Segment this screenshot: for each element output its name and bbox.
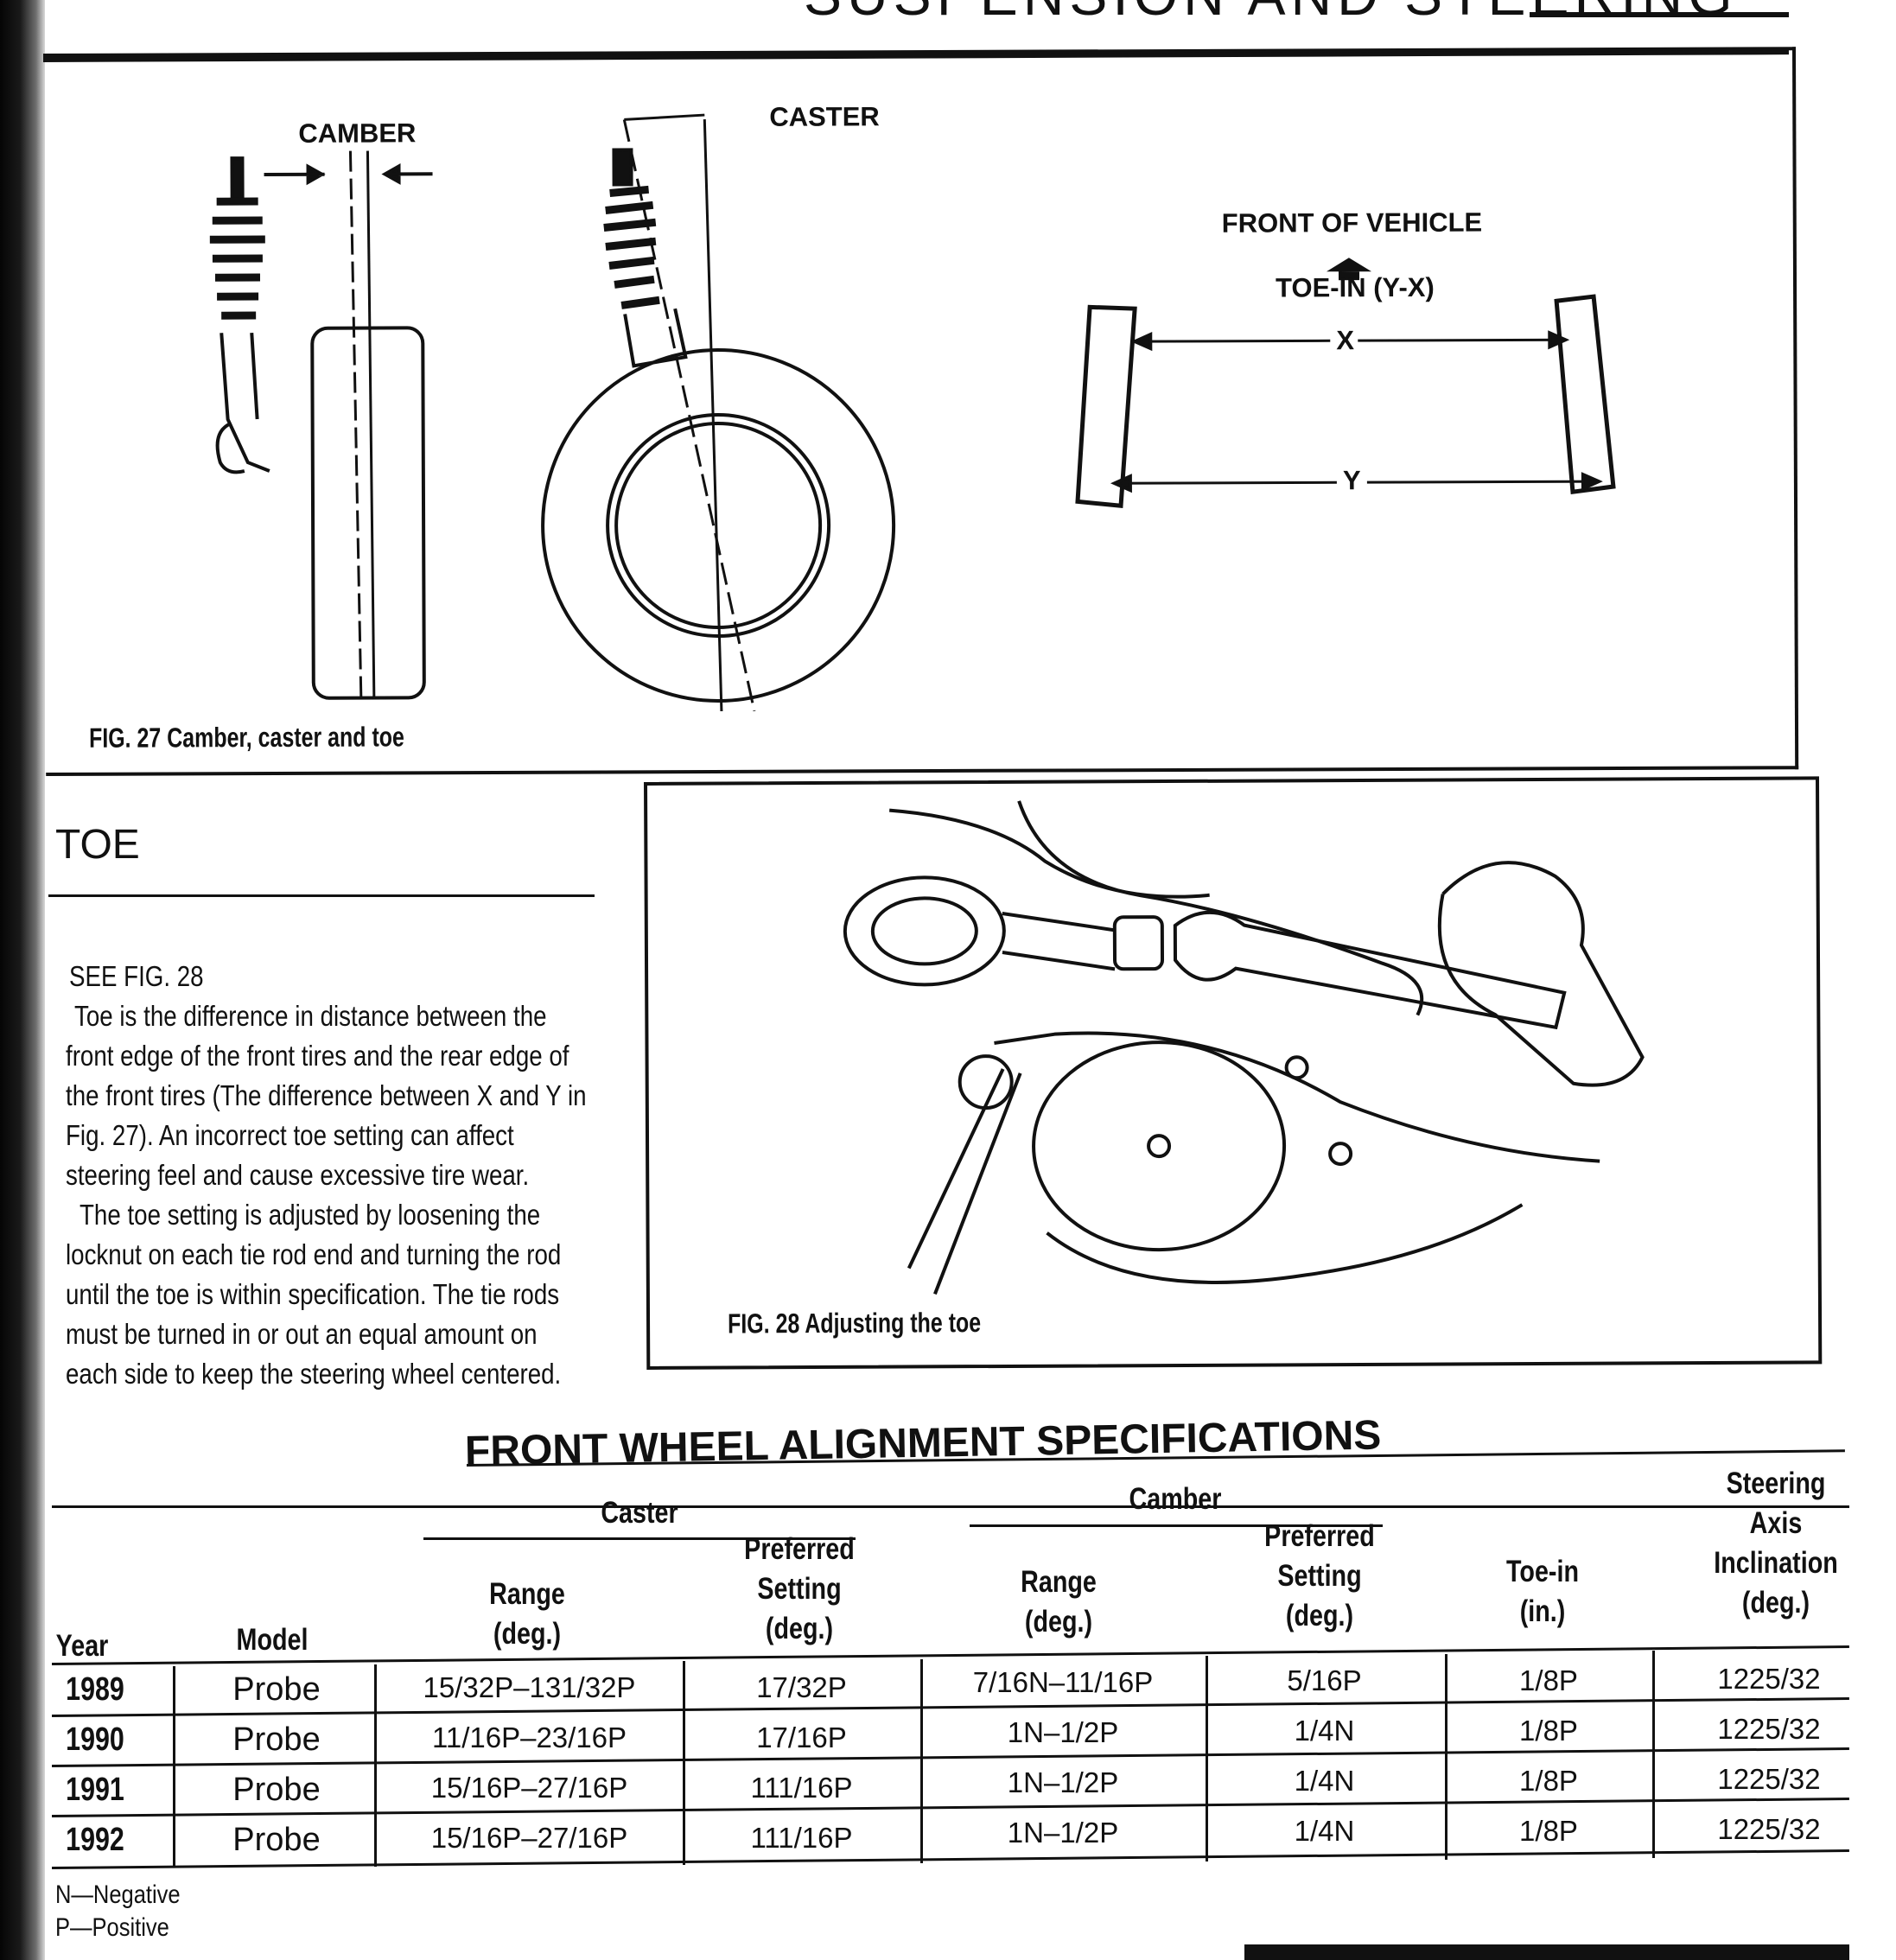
note-positive: P—Positive — [55, 1913, 169, 1942]
body-line: the front tires (The difference between … — [66, 1079, 587, 1111]
camber-range-cell: 1N–1/2P — [1007, 1716, 1119, 1748]
figure-27-frame: CAMBER CASTER FRONT OF VEHICLE TOE-IN (Y… — [43, 47, 1799, 776]
caster-preferred-cell: 111/16P — [750, 1772, 853, 1804]
year-header: Year — [55, 1629, 109, 1663]
year-cell: 1990 — [66, 1721, 124, 1758]
caster-label: CASTER — [769, 101, 880, 132]
model-cell: Probe — [232, 1671, 321, 1708]
column-divider — [1206, 1656, 1208, 1861]
camber-group-rule — [970, 1524, 1383, 1527]
camber-preferred-cell: 1/4N — [1294, 1815, 1355, 1847]
figure-27-illustration — [209, 113, 1616, 712]
column-divider — [374, 1664, 377, 1867]
column-divider — [683, 1661, 685, 1865]
steering-axis-cell: 1225/32 — [1717, 1813, 1821, 1845]
caster-range-cell: 15/16P–27/16P — [430, 1772, 628, 1804]
year-cell: 1989 — [66, 1671, 124, 1708]
caster-range-cell: 15/32P–131/32P — [423, 1671, 636, 1703]
caster-range-cell: 15/16P–27/16P — [430, 1822, 628, 1854]
year-cell: 1991 — [66, 1772, 124, 1808]
table-row: 1992 Probe 15/16P–27/16P 111/16P 1N–1/2P… — [0, 1813, 1896, 1865]
column-divider — [920, 1659, 923, 1863]
camber-range-cell: 1N–1/2P — [1007, 1766, 1119, 1798]
column-divider — [173, 1666, 175, 1867]
steering-axis-cell: 1225/32 — [1717, 1763, 1821, 1795]
arrow-up-icon — [1326, 258, 1371, 281]
body-line: until the toe is within specification. T… — [66, 1278, 560, 1310]
model-cell: Probe — [232, 1772, 321, 1808]
column-divider — [1445, 1654, 1447, 1860]
body-line: must be turned in or out an equal amount… — [66, 1318, 538, 1350]
caster-preferred-cell: 111/16P — [750, 1822, 853, 1854]
caster-tire-icon — [541, 348, 896, 703]
figure-28-frame: FIG. 28 Adjusting the toe — [644, 776, 1823, 1370]
caster-preferred-cell: 17/32P — [756, 1671, 847, 1703]
model-header: Model — [236, 1623, 309, 1657]
wrench-icon — [1173, 910, 1567, 1030]
camber-preferred-cell: 1/4N — [1294, 1715, 1355, 1747]
camber-tire-icon — [310, 326, 426, 700]
header-rule-short — [1530, 12, 1789, 17]
toe-in-cell: 1/8P — [1519, 1715, 1578, 1747]
figure-27-caption: FIG. 27 Camber, caster and toe — [88, 721, 404, 754]
camber-preferred-cell: 5/16P — [1287, 1664, 1362, 1696]
steering-axis-cell: 1225/32 — [1717, 1663, 1821, 1695]
model-cell: Probe — [232, 1822, 321, 1858]
caster-range-cell: 11/16P–23/16P — [431, 1721, 627, 1753]
section-heading: TOE — [55, 822, 140, 868]
caster-range-header: Range(deg.) — [489, 1577, 565, 1651]
table-top-rule — [52, 1505, 1849, 1508]
camber-group-header: Camber — [1129, 1482, 1222, 1516]
x-dimension-label: X — [1336, 325, 1355, 356]
tie-rod-end-icon — [843, 875, 1006, 987]
toe-in-cell: 1/8P — [1519, 1815, 1578, 1847]
front-of-vehicle-label: FRONT OF VEHICLE — [1221, 207, 1483, 239]
toe-in-header: Toe-in(in.) — [1506, 1555, 1579, 1628]
tie-rod-wrench-illustration — [843, 800, 1645, 1295]
body-line: Fig. 27). An incorrect toe setting can a… — [66, 1119, 514, 1151]
steering-axis-cell: 1225/32 — [1717, 1713, 1821, 1745]
note-negative: N—Negative — [55, 1880, 181, 1909]
body-line: front edge of the front tires and the re… — [66, 1040, 569, 1072]
caster-strut-icon — [603, 148, 688, 368]
table-title: FRONT WHEEL ALIGNMENT SPECIFICATIONS — [464, 1412, 1382, 1474]
bottom-rule — [1244, 1944, 1849, 1960]
binding-shadow — [0, 0, 45, 1960]
camber-label: CAMBER — [298, 118, 417, 149]
caster-group-rule — [423, 1537, 856, 1540]
see-fig-reference: SEE FIG. 28 — [69, 960, 204, 992]
camber-range-header: Range(deg.) — [1021, 1565, 1097, 1639]
toe-in-cell: 1/8P — [1519, 1664, 1578, 1696]
table-row: 1990 Probe 11/16P–23/16P 17/16P 1N–1/2P … — [0, 1713, 1896, 1765]
camber-strut-icon — [209, 156, 270, 474]
body-line: Toe is the difference in distance betwee… — [74, 1000, 547, 1032]
y-dimension-label: Y — [1342, 465, 1361, 496]
hand-icon — [1437, 861, 1645, 1087]
toe-in-cell: 1/8P — [1519, 1765, 1578, 1797]
camber-range-cell: 7/16N–11/16P — [972, 1666, 1154, 1698]
toe-in-label: TOE-IN (Y-X) — [1275, 271, 1435, 303]
column-divider — [1652, 1651, 1655, 1858]
section-rule — [48, 894, 595, 897]
caster-group-header: Caster — [601, 1496, 678, 1530]
body-line: locknut on each tie rod end and turning … — [66, 1238, 562, 1270]
caster-preferred-cell: 17/16P — [756, 1721, 847, 1753]
year-cell: 1992 — [66, 1822, 124, 1858]
camber-preferred-cell: 1/4N — [1294, 1765, 1355, 1797]
toe-diagram-icon — [1075, 258, 1616, 508]
table-row: 1989 Probe 15/32P–131/32P 17/32P 7/16N–1… — [0, 1663, 1896, 1715]
body-line: each side to keep the steering wheel cen… — [66, 1358, 562, 1390]
body-line: The toe setting is adjusted by loosening… — [80, 1199, 541, 1231]
model-cell: Probe — [232, 1721, 321, 1758]
nut-icon — [958, 1054, 1014, 1110]
figure-28-caption: FIG. 28 Adjusting the toe — [727, 1307, 982, 1340]
body-line: steering feel and cause excessive tire w… — [66, 1159, 530, 1191]
table-row: 1991 Probe 15/16P–27/16P 111/16P 1N–1/2P… — [0, 1763, 1896, 1815]
camber-range-cell: 1N–1/2P — [1007, 1817, 1119, 1849]
